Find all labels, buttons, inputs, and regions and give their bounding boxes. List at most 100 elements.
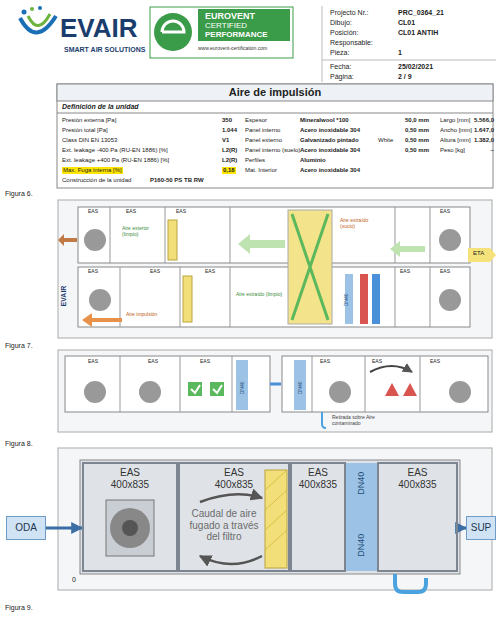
label-text: Ancho [mm] (440, 127, 472, 134)
label-text: EAS (150, 269, 160, 275)
label-text: 5.566,0 (474, 117, 494, 124)
label-text: Panel interno (245, 127, 280, 134)
label-text: Class DIN EN 13053 (62, 137, 117, 144)
info-frame (322, 6, 496, 82)
label-text: L2(R) (222, 147, 237, 154)
label-text: PRC_0364_21 (398, 9, 444, 17)
label-text: Definición de la unidad (62, 103, 139, 111)
label-text: V1 (222, 137, 229, 144)
figure-7 (58, 200, 496, 338)
label-text: Projecto Nr.: (330, 9, 369, 17)
node-label: SUP (471, 522, 492, 534)
airflow-arrow (46, 527, 82, 530)
label-text: CL01 ANTIH (398, 29, 438, 37)
label-text: DN40 (356, 534, 366, 557)
label-text: EAS (430, 359, 440, 365)
label-text: Acero inoxidable 304 (300, 167, 360, 174)
label-text: Largo [mm] (440, 117, 470, 124)
note-text: Caudal de aire fugado a través del filtr… (184, 508, 264, 543)
label-text: www.eurovent-certification.com (198, 46, 267, 52)
label-text: EAS (88, 359, 98, 365)
unit-section: EAS 400x835 (82, 462, 178, 572)
label-text: DN40 (240, 381, 246, 394)
label-text: Presión total [Pa] (62, 127, 108, 134)
node-label: ODA (15, 522, 37, 534)
label-text: EAS (320, 359, 330, 365)
label-text: Figura 9. (5, 604, 33, 612)
label-text: EAS (148, 359, 158, 365)
label-text: EAS (126, 209, 136, 215)
label-text: ETA (472, 250, 485, 257)
node-label: EAS 400x835 (292, 467, 344, 490)
label-text: Ext. leakage +400 Pa (RU-EN 1886) [%] (62, 157, 169, 164)
label-text: EAS (88, 269, 98, 275)
label-text: Página: (330, 73, 354, 81)
unit-section: EAS 400x835 (290, 462, 346, 572)
label-text: Aluminio (300, 157, 326, 164)
airflow-tag: SUP (466, 516, 496, 540)
label-text: 0,50 mm (405, 137, 429, 144)
label-text: EAS (440, 269, 450, 275)
label-text: EAS (400, 269, 410, 275)
label-text: DN40 (356, 472, 366, 495)
unit-section: EAS 400x835 (377, 462, 458, 572)
label-text: PERFORMANCE (205, 30, 268, 39)
label-text: White (378, 137, 393, 144)
label-text: EAS (205, 269, 215, 275)
node-label: EAS 400x835 (208, 467, 260, 490)
label-text: 25/02/2021 (398, 63, 433, 71)
label-text: Panel interno (suelo) (245, 147, 300, 154)
label-text: Pieza: (330, 49, 349, 57)
label-text: EAS (176, 209, 186, 215)
label-text: Perfiles (245, 157, 265, 164)
label-text: Peso [kg] (440, 147, 465, 154)
label-text: CERTIFIED (205, 21, 247, 30)
label-text: Aire impulsión (126, 312, 157, 318)
label-text: Mineralwool *100 (300, 117, 349, 124)
label-text: Fecha: (330, 63, 351, 71)
label-text: 350 (222, 117, 232, 124)
label-text: EAS (372, 359, 382, 365)
label-text: Espesor (245, 117, 267, 124)
unit-table (57, 84, 493, 188)
label-text: Aire extraído (limpio) (236, 292, 284, 298)
label-text: Ext. leakage -400 Pa (RU-EN 1886) [%] (62, 147, 168, 154)
label-text: Panel externo (245, 137, 282, 144)
label-text: Dibujo: (330, 19, 352, 27)
label-text: Figura 7. (5, 342, 33, 350)
figure-8 (58, 350, 492, 432)
label-text: EVAIR (60, 286, 68, 307)
airflow-tag: ODA (6, 516, 46, 540)
figure-9 (58, 448, 492, 592)
label-text: Acero inoxidable 304 (300, 147, 360, 154)
label-text: SMART AIR SOLUTIONS (64, 46, 145, 54)
label-text: Responsable: (330, 39, 373, 47)
label-text: 0,18 (222, 167, 236, 174)
label-text: CL01 (398, 19, 415, 27)
label-text: L2(R) (222, 157, 237, 164)
label-text: Presión externa [Pa] (62, 117, 116, 124)
label-text: P160-50 PS TB RW (150, 177, 204, 184)
label-text: EAS (440, 209, 450, 215)
label-text: DN40 (344, 293, 350, 306)
label-text: Figura 6. (5, 190, 33, 198)
label-text: 0,50 mm (405, 127, 429, 134)
evair-logo (20, 6, 56, 33)
label-text: 50,0 mm (405, 117, 429, 124)
label-text: 0,50 mm (405, 147, 429, 154)
label-text: EUROVENT (205, 11, 255, 21)
airflow-arrow (458, 527, 466, 530)
label-text: EAS (200, 359, 210, 365)
label-text: Acero inoxidable 304 (300, 127, 360, 134)
label-text: 1 (398, 49, 402, 57)
label-text: Aire exterior (limpio) (122, 226, 162, 238)
label-text: 0 (72, 576, 76, 584)
label-text: DN40 (298, 381, 304, 394)
label-text: Figura 8. (5, 440, 33, 448)
unit-section: EAS 400x835Caudal de aire fugado a travé… (178, 462, 290, 572)
label-text: Mat. Interior (245, 167, 277, 174)
label-text: Retirada sobre Aire contaminado (332, 415, 402, 427)
label-text: Construcción de la unidad (62, 177, 131, 184)
label-text: EVAIR (60, 14, 138, 44)
